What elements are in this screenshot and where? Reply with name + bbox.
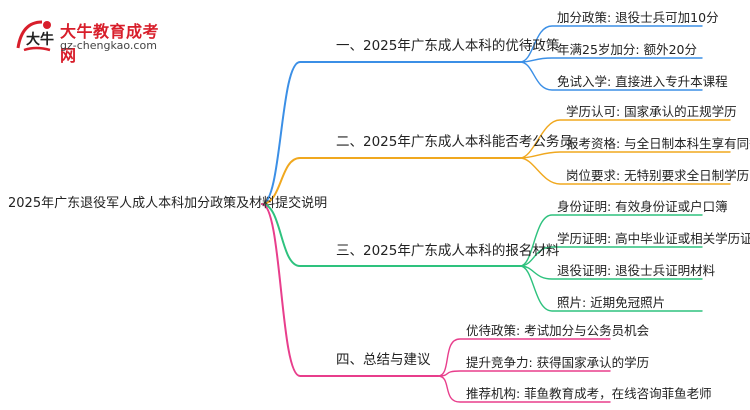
- connector-branch-2-leaf-1: [519, 119, 731, 159]
- leaf-2-2: 报考资格: 与全日制本科生享有同等资格: [566, 136, 750, 151]
- leaf-1-2: 年满25岁加分: 额外20分: [557, 42, 697, 57]
- connector-branch-1-leaf-2: [519, 57, 703, 63]
- connector-root-branch-3: [261, 203, 521, 267]
- leaf-4-2: 提升竞争力: 获得国家承认的学历: [466, 355, 650, 370]
- branch-3-label: 三、2025年广东成人本科的报名材料: [336, 243, 560, 259]
- connector-root-branch-4: [261, 203, 439, 377]
- leaf-2-1: 学历认可: 国家承认的正规学历: [566, 104, 737, 119]
- branch-4-label: 四、总结与建议: [336, 352, 431, 368]
- leaf-3-4: 照片: 近期免冠照片: [557, 295, 666, 310]
- connector-branch-4-leaf-2: [437, 370, 611, 377]
- logo-mark-text: 大牛: [26, 31, 54, 48]
- connector-branch-2-leaf-2: [519, 151, 731, 159]
- connector-branch-1-leaf-3: [519, 61, 703, 91]
- logo-url: gz-chengkao.com: [60, 39, 157, 52]
- leaf-3-3: 退役证明: 退役士兵证明材料: [557, 263, 716, 278]
- branch-2-label: 二、2025年广东成人本科能否考公务员: [336, 134, 573, 150]
- connector-branch-1-leaf-1: [519, 25, 703, 63]
- logo-title: 大牛教育成考网: [60, 22, 160, 65]
- branch-1-label: 一、2025年广东成人本科的优待政策: [336, 38, 560, 54]
- root-node: 2025年广东退役军人成人本科加分政策及材料提交说明: [8, 196, 328, 211]
- leaf-2-3: 岗位要求: 无特别要求全日制学历: [566, 168, 750, 183]
- leaf-1-3: 免试入学: 直接进入专升本课程: [557, 74, 728, 89]
- brand-logo: 大牛 大牛教育成考网 gz-chengkao.com: [14, 14, 174, 65]
- connector-branch-4-leaf-1: [437, 338, 611, 377]
- connector-branch-3-leaf-3: [519, 265, 703, 280]
- connector-root-branch-1: [261, 61, 521, 205]
- leaf-3-1: 身份证明: 有效身份证或户口簿: [557, 199, 728, 214]
- leaf-1-1: 加分政策: 退役士兵可加10分: [557, 10, 719, 25]
- connector-branch-2-leaf-3: [519, 157, 731, 185]
- logo-mark-icon: 大牛: [16, 20, 54, 52]
- connector-branch-3-leaf-1: [519, 214, 703, 267]
- leaf-4-1: 优待政策: 考试加分与公务员机会: [466, 323, 650, 338]
- connector-branch-3-leaf-4: [519, 265, 703, 312]
- leaf-4-3: 推荐机构: 菲鱼教育成考，在线咨询菲鱼老师: [466, 386, 712, 401]
- connector-branch-4-leaf-3: [437, 375, 611, 403]
- connector-branch-3-leaf-2: [519, 246, 703, 267]
- connector-root-branch-2: [261, 157, 521, 205]
- leaf-3-2: 学历证明: 高中毕业证或相关学历证书: [557, 231, 750, 246]
